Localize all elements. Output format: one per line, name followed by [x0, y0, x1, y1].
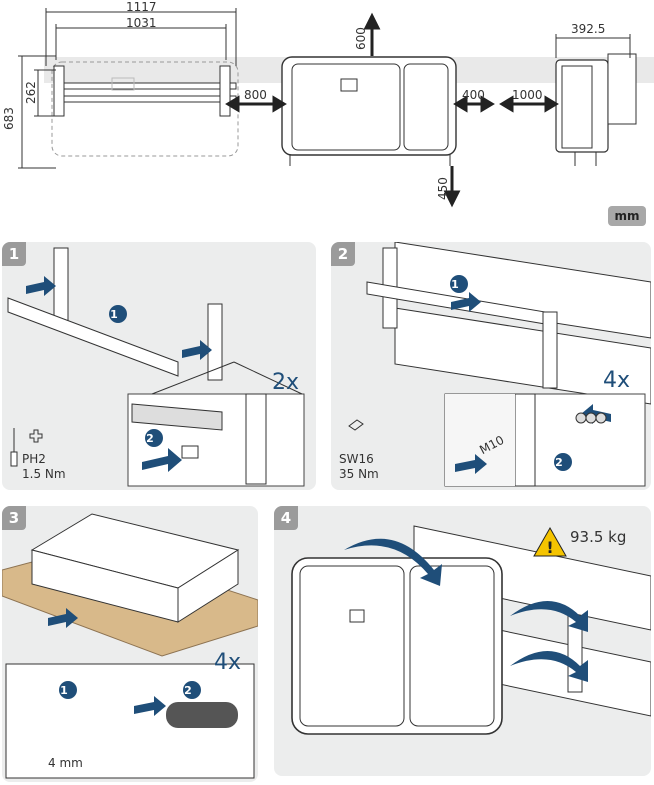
step-1-illustration: 1 2	[7, 247, 305, 487]
step-4-illustration: !	[291, 525, 651, 735]
callout-2: 2	[146, 432, 154, 445]
step-2-panel: 1 2 2 4x M10 SW16 35 Nm	[331, 242, 651, 490]
step-2-illustration: 1 2	[348, 242, 651, 487]
dim-width-inner: 1031	[126, 16, 157, 30]
step-1-panel: 1 2 1 2x PH2 1.5 Nm	[2, 242, 316, 490]
dim-width-outer: 1117	[126, 0, 157, 14]
callout-1: 1	[110, 308, 118, 321]
step-3-panel: 1 2 3 4x 4 mm	[2, 506, 258, 782]
callout-2: 2	[555, 456, 563, 469]
callout-1: 1	[60, 684, 68, 697]
step-number: 2	[331, 242, 355, 266]
dim-height: 683	[2, 107, 16, 130]
clearance-front: 1000	[512, 88, 543, 102]
clearance-top: 600	[354, 27, 368, 50]
unit-badge: mm	[608, 206, 646, 226]
quantity-label: 4x	[603, 368, 631, 393]
tool-label: PH2	[22, 452, 46, 466]
step-number: 4	[274, 506, 298, 530]
torque-label: 35 Nm	[339, 467, 379, 481]
dimension-drawing	[18, 8, 654, 208]
clearance-side-right: 400	[462, 88, 485, 102]
tool-size-label: 4 mm	[48, 756, 83, 770]
step-3-illustration: 1 2	[2, 513, 258, 779]
quantity-label: 4x	[214, 650, 242, 675]
dim-bracket-height: 262	[24, 81, 38, 104]
tool-label: SW16	[339, 452, 374, 466]
warning-icon: !	[546, 538, 553, 557]
step-number: 3	[2, 506, 26, 530]
torque-label: 1.5 Nm	[22, 467, 66, 481]
callout-1: 1	[451, 278, 459, 291]
weight-label: 93.5 kg	[570, 528, 627, 546]
step-4-panel: ! 4 93.5 kg	[274, 506, 651, 776]
step-number: 1	[2, 242, 26, 266]
clearance-bottom: 450	[436, 177, 450, 200]
callout-2: 2	[184, 684, 192, 697]
clearance-side-left: 800	[244, 88, 267, 102]
quantity-label: 2x	[272, 370, 300, 395]
dim-depth: 392.5	[571, 22, 606, 36]
